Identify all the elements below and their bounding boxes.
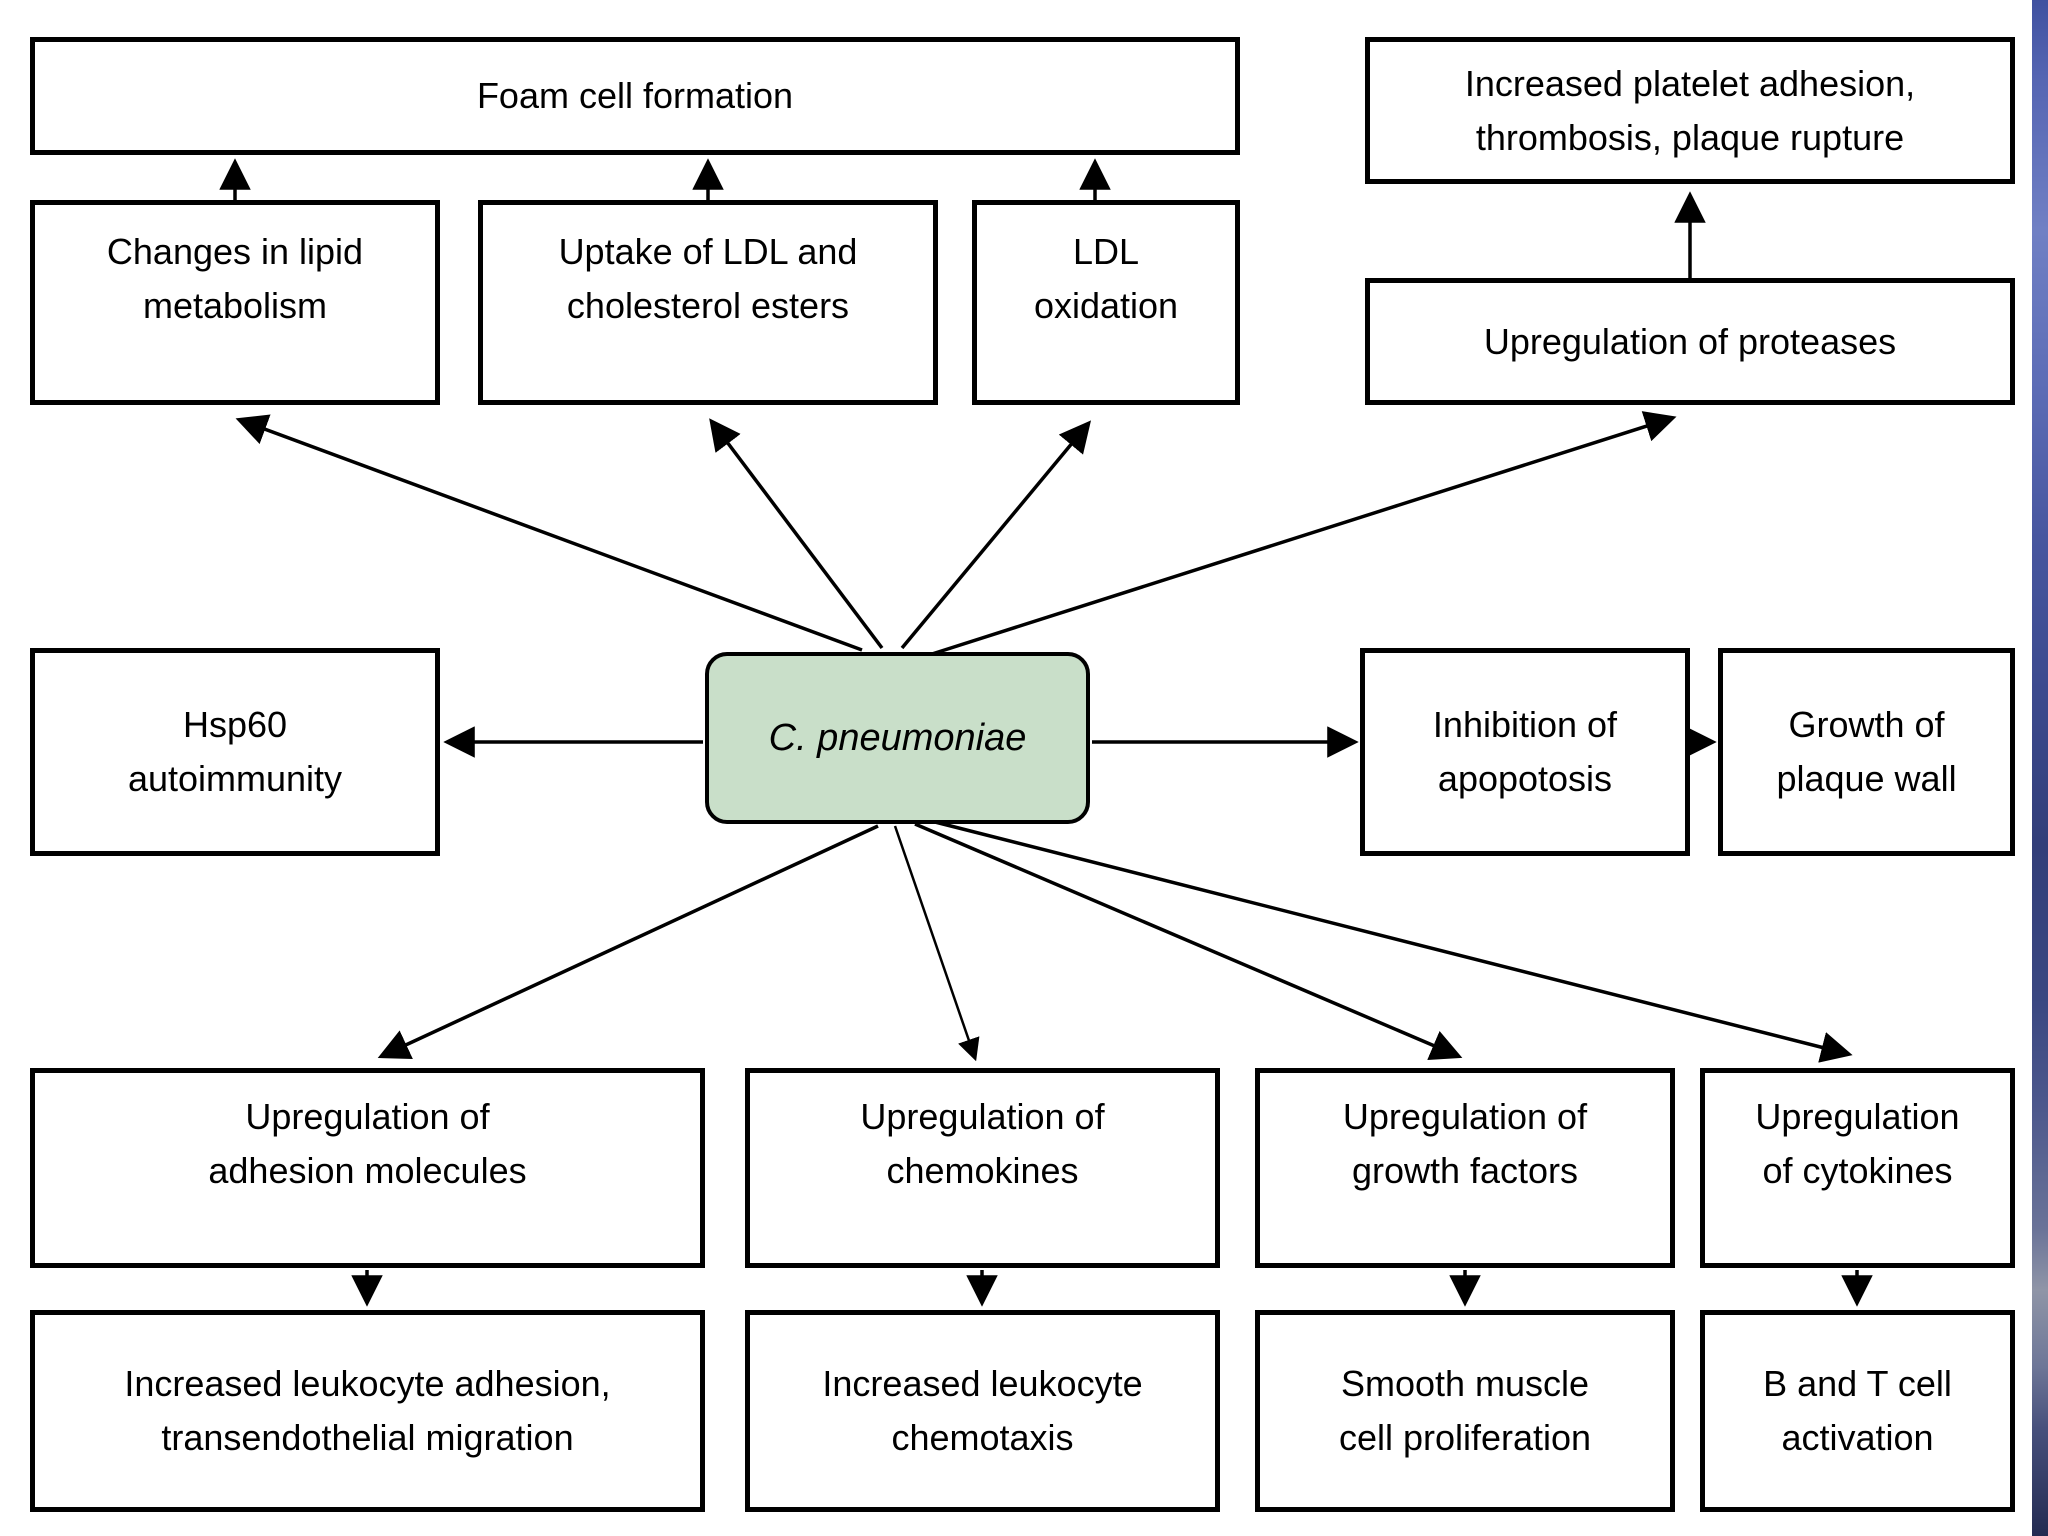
arrow-cpneumoniae-to-cytokines xyxy=(934,820,1853,1063)
node-cytokines: Upregulation of cytokines xyxy=(1700,1068,2015,1268)
node-ldl-oxidation: LDL oxidation xyxy=(972,200,1240,405)
node-foam-cell-formation: Foam cell formation xyxy=(30,37,1240,155)
arrow-cpneumoniae-to-lipid-changes xyxy=(235,414,863,652)
node-hsp60-autoimmunity: Hsp60 autoimmunity xyxy=(30,648,440,856)
node-c-pneumoniae: C. pneumoniae xyxy=(705,652,1090,824)
arrow-cpneumoniae-to-growth-factors xyxy=(914,822,1463,1060)
node-leukocyte-chemotaxis: Increased leukocyte chemotaxis xyxy=(745,1310,1220,1512)
node-smooth-muscle-proliferation: Smooth muscle cell proliferation xyxy=(1255,1310,1675,1512)
node-platelet-adhesion: Increased platelet adhesion, thrombosis,… xyxy=(1365,37,2015,184)
node-protease-upregulation: Upregulation of proteases xyxy=(1365,278,2015,405)
arrow-cpneumoniae-to-ldl-oxidation xyxy=(900,420,1092,650)
arrow-cpneumoniae-to-adhesion-molecules xyxy=(377,824,879,1060)
node-plaque-wall-growth: Growth of plaque wall xyxy=(1718,648,2015,856)
node-leukocyte-adhesion: Increased leukocyte adhesion, transendot… xyxy=(30,1310,705,1512)
node-adhesion-molecules: Upregulation of adhesion molecules xyxy=(30,1068,705,1268)
node-lipid-metabolism-changes: Changes in lipid metabolism xyxy=(30,200,440,405)
node-chemokines: Upregulation of chemokines xyxy=(745,1068,1220,1268)
node-growth-factors: Upregulation of growth factors xyxy=(1255,1068,1675,1268)
arrow-cpneumoniae-to-proteases xyxy=(931,411,1677,656)
node-b-t-cell-activation: B and T cell activation xyxy=(1700,1310,2015,1512)
arrow-cpneumoniae-to-uptake xyxy=(709,418,884,650)
slide-background-strip xyxy=(2032,0,2048,1536)
arrow-cpneumoniae-to-chemokines xyxy=(893,825,980,1062)
node-ldl-uptake: Uptake of LDL and cholesterol esters xyxy=(478,200,938,405)
node-apoptosis-inhibition: Inhibition of apopotosis xyxy=(1360,648,1690,856)
